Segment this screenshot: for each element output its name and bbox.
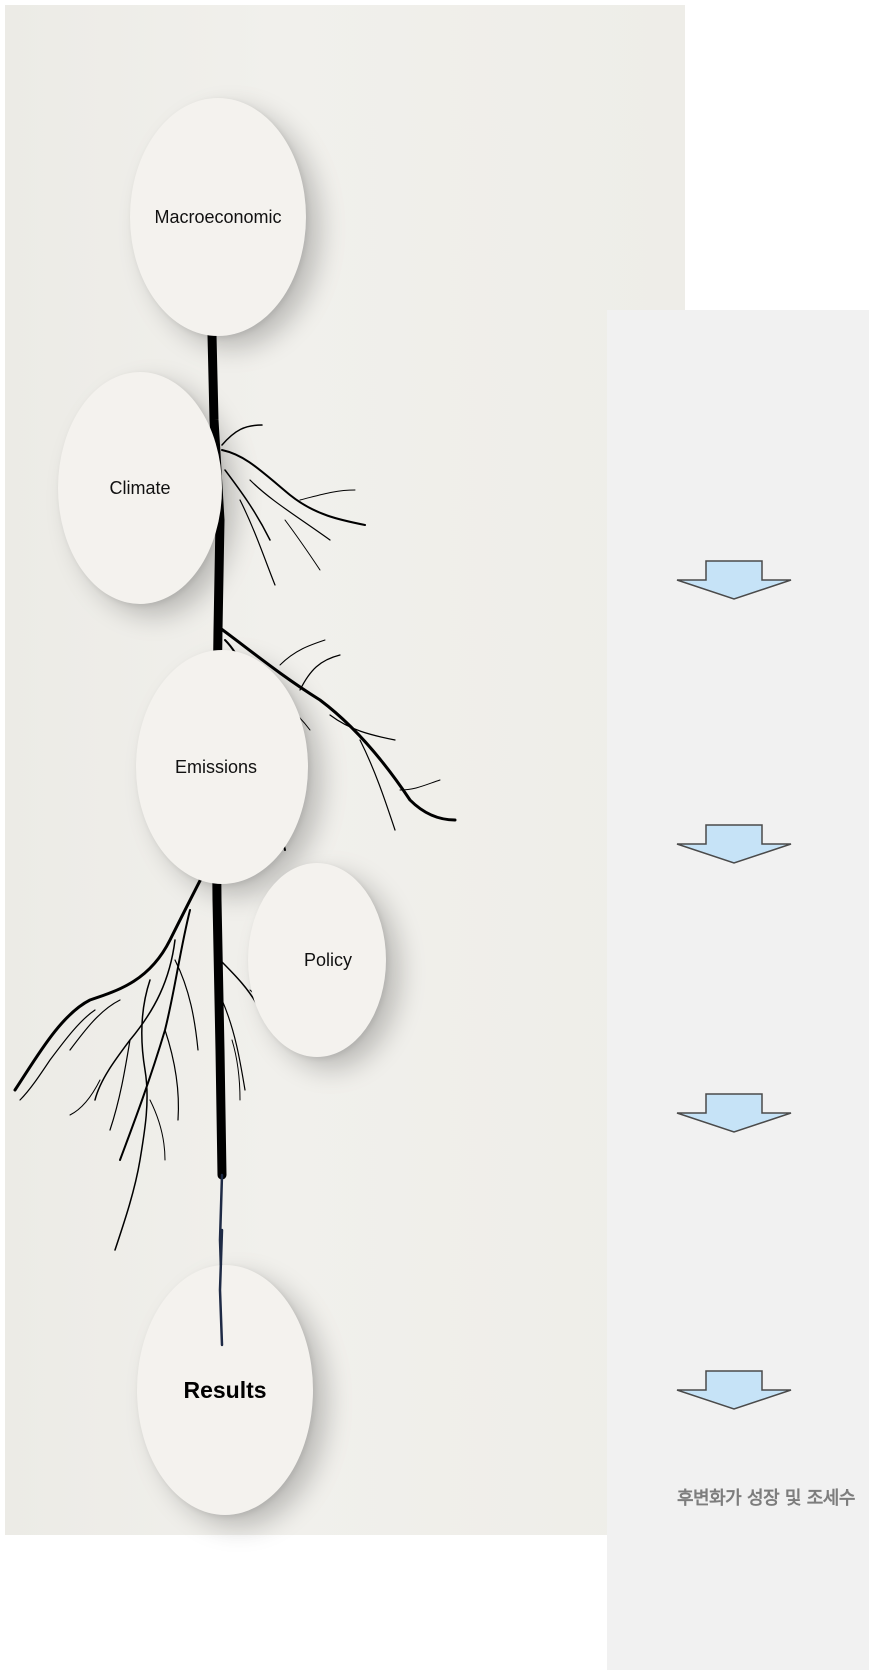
- down-arrow-icon: [674, 824, 794, 864]
- down-arrow-icon: [674, 560, 794, 600]
- caption-text: 후변화가 성장 및 조세수: [677, 1484, 855, 1510]
- down-arrow-icon: [674, 1370, 794, 1410]
- down-arrow-icon: [674, 1093, 794, 1133]
